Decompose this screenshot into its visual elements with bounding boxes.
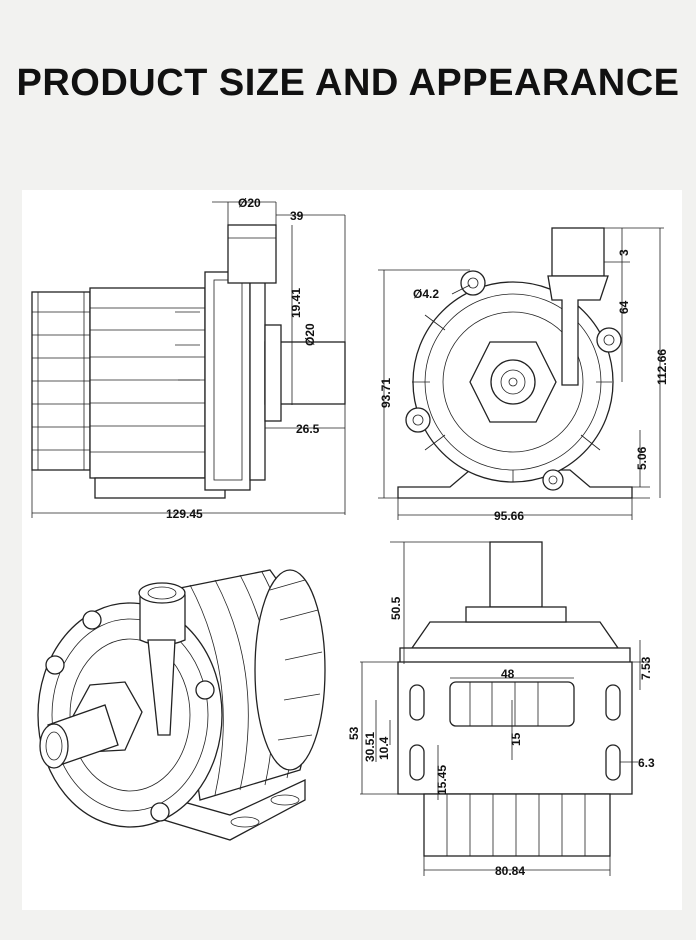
- dim-slot-spacing: 30.51: [363, 732, 377, 762]
- dim-hole-dia: Ø4.2: [413, 287, 439, 301]
- dim-outlet-dia: Ø20: [238, 196, 261, 210]
- dim-base-width: 95.66: [494, 509, 524, 523]
- dim-slot-offset: 7.53: [639, 656, 653, 680]
- side-view: Ø20 39 19.41 Ø20 26.5 129.45: [31, 196, 346, 521]
- isometric-view: [37, 569, 326, 841]
- dim-base-length: 80.84: [495, 864, 525, 878]
- front-view: Ø4.2 3 64 112.66 93.71 5.06 95.66: [378, 227, 669, 523]
- dim-slot-dia: 6.3: [638, 756, 655, 770]
- dim-base-thickness: 5.06: [635, 446, 649, 470]
- dim-outlet-top: 3: [617, 249, 631, 256]
- dim-slot-length: 10.4: [377, 736, 391, 760]
- dim-outlet-offset: 39: [290, 209, 304, 223]
- dim-outlet-height: 19.41: [289, 288, 303, 318]
- dim-slot-inner: 15: [509, 732, 523, 746]
- dim-center-height: 93.71: [379, 378, 393, 408]
- dim-outlet-height-bottom: 50.5: [389, 596, 403, 620]
- dim-slot-end: 15.45: [435, 765, 449, 795]
- dim-overall-height: 112.66: [655, 349, 669, 385]
- dim-overall-depth: 53: [347, 726, 361, 740]
- dim-inlet-dia: Ø20: [303, 323, 317, 346]
- page-title: PRODUCT SIZE AND APPEARANCE: [16, 62, 680, 104]
- dim-slot-width: 48: [501, 667, 515, 681]
- dim-overall-length: 129.45: [166, 507, 203, 521]
- dim-inlet-length: 26.5: [296, 422, 320, 436]
- bottom-view: 50.5 48 7.53 53 30.51 10.4 15 15.45 6.3 …: [347, 541, 655, 878]
- dim-outlet-to-center: 64: [617, 300, 631, 314]
